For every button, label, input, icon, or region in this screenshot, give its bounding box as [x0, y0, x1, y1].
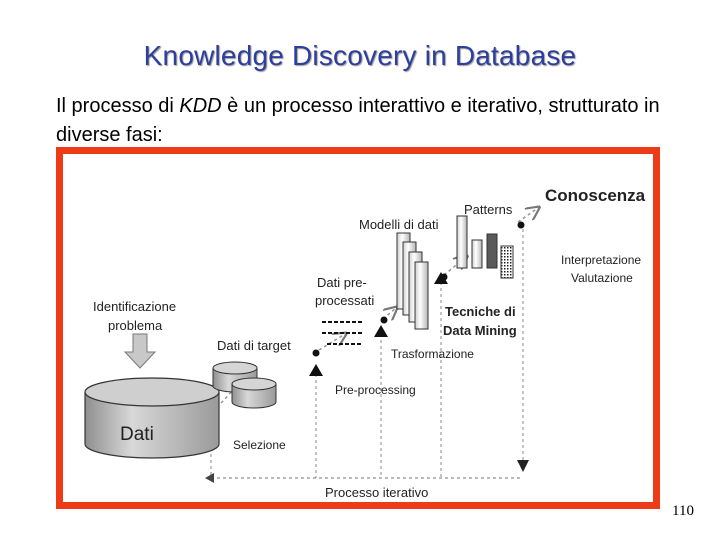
identificazione-down-arrow [123, 333, 157, 369]
dati-cylinder [84, 377, 220, 459]
label-dati-pre-1: Dati pre- [317, 275, 367, 290]
processo-iterativo-arrowhead [205, 473, 214, 483]
label-processo-iterativo: Processo iterativo [325, 485, 428, 500]
intro-text: Il processo di KDD è un processo interat… [56, 92, 676, 150]
target-cylinders [212, 361, 277, 409]
label-valutazione: Valutazione [571, 271, 633, 285]
page-number: 110 [672, 503, 694, 519]
label-selezione: Selezione [233, 438, 286, 452]
return-down-arrowhead [517, 460, 529, 472]
label-identificazione-1: Identificazione [93, 299, 176, 314]
label-dati-pre-2: processati [315, 293, 374, 308]
step-arrow-interpretazione [517, 208, 538, 223]
patterns-bars [456, 215, 514, 279]
label-trasformazione: Trasformazione [391, 347, 474, 361]
kdd-process-diagram: Dati Identificazione problema Dati di ta… [84, 186, 646, 500]
label-tecniche-1: Tecniche di [445, 304, 516, 319]
preprocessed-data-lines [322, 321, 363, 345]
label-dati-target: Dati di target [217, 338, 291, 353]
label-preprocessing: Pre-processing [335, 383, 416, 397]
label-interpretazione: Interpretazione [561, 253, 641, 267]
label-tecniche-2: Data Mining [443, 323, 517, 338]
label-identificazione-2: problema [108, 318, 163, 333]
label-patterns: Patterns [464, 202, 513, 217]
label-conoscenza: Conoscenza [545, 186, 646, 205]
step-arrow-datamining [443, 257, 466, 276]
label-modelli: Modelli di dati [359, 217, 439, 232]
intro-before: Il processo di [56, 95, 180, 117]
label-dati: Dati [120, 424, 154, 445]
intro-after: è un processo interattivo e iterativo, s… [56, 95, 660, 146]
modelli-di-dati-stack [396, 232, 429, 330]
intro-kdd: KDD [179, 95, 222, 117]
slide-title: Knowledge Discovery in Database [143, 40, 577, 71]
step-arrow-preprocessing [318, 334, 345, 351]
